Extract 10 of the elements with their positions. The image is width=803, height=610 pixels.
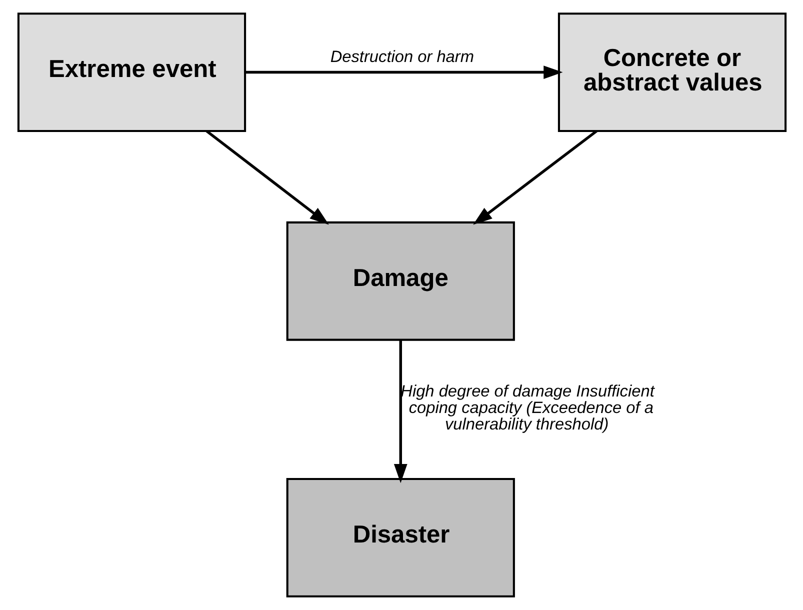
node-box: Extreme event: [16, 12, 246, 132]
edge-label: High degree of damage Insufficient coping capacity (Exceedence of a vulnerability threshold): [400, 382, 654, 434]
arrow: [244, 66, 562, 79]
arrow: [205, 130, 328, 225]
arrow: [393, 340, 407, 484]
arrow: [472, 130, 597, 225]
node-box: Damage: [286, 221, 514, 341]
edge-label: Destruction or harm: [330, 48, 474, 66]
node-box: Concrete or abstract values: [557, 12, 786, 132]
node-box: Disaster: [286, 478, 514, 598]
